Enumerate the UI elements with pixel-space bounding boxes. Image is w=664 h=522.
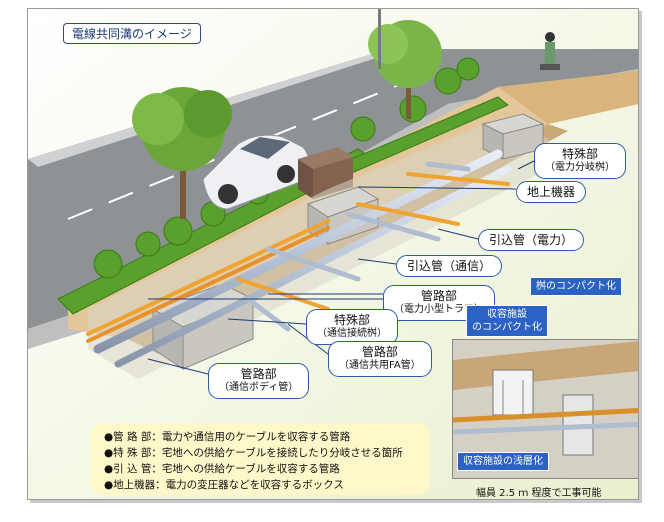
label-pipe-section-body-title: 管路部 <box>240 367 277 381</box>
label-special-connection: 特殊部 （通信接続桝） <box>306 309 398 345</box>
illustration-frame: 電線共同溝のイメージ 特殊部 （電力分岐桝） 地上機器 引込管（電力） 引込管（… <box>27 8 639 500</box>
label-special-branch: 特殊部 （電力分岐桝） <box>534 143 626 179</box>
label-service-pipe-power: 引込管（電力） <box>478 229 585 251</box>
tag-compact-box: 桝のコンパクト化 <box>530 277 622 296</box>
legend-desc: ：電力の変圧器などを収容するボックス <box>155 479 344 491</box>
legend-row: ●地上機器：電力の変圧器などを収容するボックス <box>104 477 344 492</box>
legend-term: ●管 路 部 <box>104 431 152 443</box>
label-special-connection-sub: （通信接続桝） <box>317 328 387 339</box>
inset-cross-section: 収容施設の浅層化 <box>452 339 638 479</box>
label-pipe-section-fa-title: 管路部 <box>361 345 398 359</box>
car <box>202 134 311 210</box>
label-pipe-section-body: 管路部 （通信ボディ管） <box>208 363 310 399</box>
pedestrian <box>540 32 560 70</box>
page-title: 電線共同溝のイメージ <box>63 23 201 44</box>
legend-box: ●管 路 部：電力や通信用のケーブルを収容する管路 ●特 殊 部：宅地への供給ケ… <box>90 423 430 495</box>
legend-desc: ：宅地への供給ケーブルを収容する管路 <box>151 463 340 475</box>
trees <box>132 9 442 219</box>
label-pipe-section-fa-sub: （通信共用FA管） <box>339 360 421 371</box>
label-pipe-section-body-sub: （通信ボディ管） <box>219 382 299 393</box>
pipes <box>86 149 512 368</box>
label-pipe-section-trough-title: 管路部 <box>420 289 457 303</box>
legend-term: ●地上機器 <box>104 479 156 491</box>
legend-term: ●特 殊 部 <box>104 447 152 459</box>
width-note: 幅員 2.5 ｍ 程度で工事可能 <box>476 488 602 499</box>
legend-row: ●管 路 部：電力や通信用のケーブルを収容する管路 <box>104 429 350 444</box>
label-ground-equipment: 地上機器 <box>516 181 587 203</box>
label-special-connection-title: 特殊部 <box>333 313 370 327</box>
legend-desc: ：宅地への供給ケーブルを接続したり分岐させる箇所 <box>151 447 403 459</box>
label-pipe-section-fa: 管路部 （通信共用FA管） <box>328 341 432 377</box>
legend-desc: ：電力や通信用のケーブルを収容する管路 <box>151 431 351 443</box>
label-special-branch-sub: （電力分岐桝） <box>545 162 615 173</box>
tag-facility-compact: 収容施設 のコンパクト化 <box>466 305 548 337</box>
legend-term: ●引 込 管 <box>104 463 152 475</box>
tag-facility-shallow: 収容施設の浅層化 <box>457 452 549 471</box>
legend-row: ●引 込 管：宅地への供給ケーブルを収容する管路 <box>104 461 340 476</box>
legend-row: ●特 殊 部：宅地への供給ケーブルを接続したり分岐させる箇所 <box>104 445 403 460</box>
utility-tunnel-scene <box>28 9 638 499</box>
label-special-branch-title: 特殊部 <box>561 147 598 161</box>
hedge-row <box>57 57 509 315</box>
label-service-pipe-comm: 引込管（通信） <box>396 255 503 277</box>
label-pipe-section-trough-sub: （電力小型トラフ） <box>394 304 484 315</box>
